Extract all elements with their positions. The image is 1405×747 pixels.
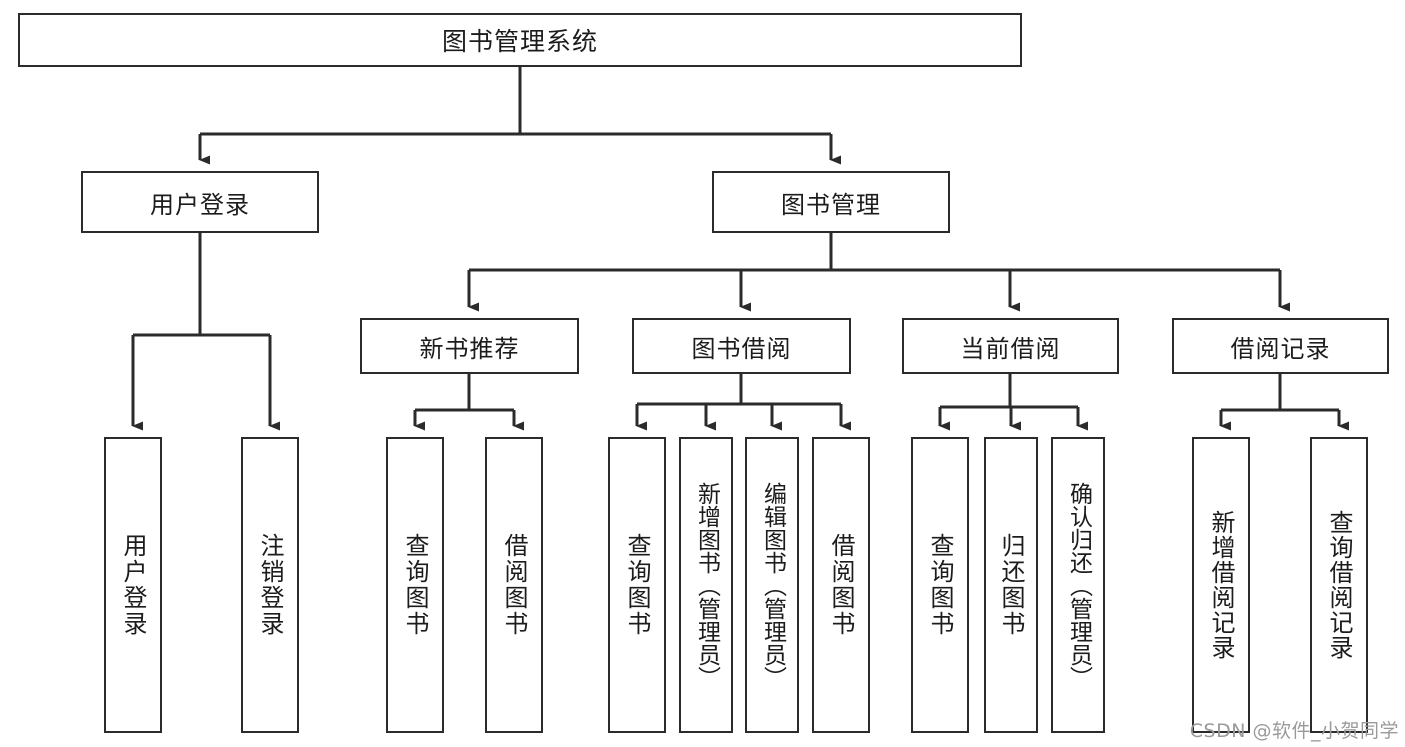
leaf-node-label: 归还图书 [997,533,1025,637]
leaf-node-label: 注销登录 [256,533,284,637]
leaf-node-label: 查询图书 [401,533,429,637]
node-new-book-recommend[interactable]: 新书推荐 [360,318,579,374]
leaf-node-label: 确认归还（管理员） [1065,481,1092,689]
leaf-node[interactable]: 借阅图书 [485,437,543,733]
node-current-borrow[interactable]: 当前借阅 [902,318,1119,374]
leaf-node-label: 查询图书 [926,533,954,637]
node-new-book-recommend-label: 新书推荐 [419,334,520,363]
node-book-management-label: 图书管理 [781,190,881,219]
node-user-login[interactable]: 用户登录 [81,171,319,233]
node-borrow-records-label: 借阅记录 [1230,334,1331,363]
leaf-node[interactable]: 查询图书 [608,437,666,733]
leaf-node[interactable]: 查询借阅记录 [1310,437,1368,733]
leaf-node[interactable]: 编辑图书（管理员） [745,437,799,733]
node-book-borrow[interactable]: 图书借阅 [632,318,851,374]
leaf-node[interactable]: 查询图书 [911,437,969,733]
leaf-node[interactable]: 归还图书 [984,437,1038,733]
node-user-login-label: 用户登录 [150,190,250,219]
leaf-node-label: 查询图书 [623,533,651,637]
leaf-node-label: 用户登录 [119,533,147,637]
node-root-label: 图书管理系统 [441,27,598,56]
node-root[interactable]: 图书管理系统 [18,13,1022,67]
leaf-node-label: 借阅图书 [827,533,855,637]
leaf-node[interactable]: 确认归还（管理员） [1051,437,1105,733]
leaf-node[interactable]: 注销登录 [241,437,299,733]
node-book-management[interactable]: 图书管理 [712,171,950,233]
leaf-node[interactable]: 用户登录 [104,437,162,733]
leaf-node[interactable]: 新增借阅记录 [1192,437,1250,733]
leaf-node-label: 新增图书（管理员） [693,481,720,689]
watermark-text: CSDN @软件_小贺同学 [1189,720,1399,742]
node-book-borrow-label: 图书借阅 [691,334,792,363]
leaf-node-label: 编辑图书（管理员） [759,481,786,689]
leaf-node-label: 借阅图书 [500,533,528,637]
node-current-borrow-label: 当前借阅 [960,334,1061,363]
leaf-node[interactable]: 新增图书（管理员） [679,437,733,733]
leaf-node-label: 新增借阅记录 [1207,510,1235,660]
leaf-node[interactable]: 借阅图书 [812,437,870,733]
node-borrow-records[interactable]: 借阅记录 [1172,318,1389,374]
leaf-node-label: 查询借阅记录 [1325,510,1353,660]
leaf-node[interactable]: 查询图书 [386,437,444,733]
